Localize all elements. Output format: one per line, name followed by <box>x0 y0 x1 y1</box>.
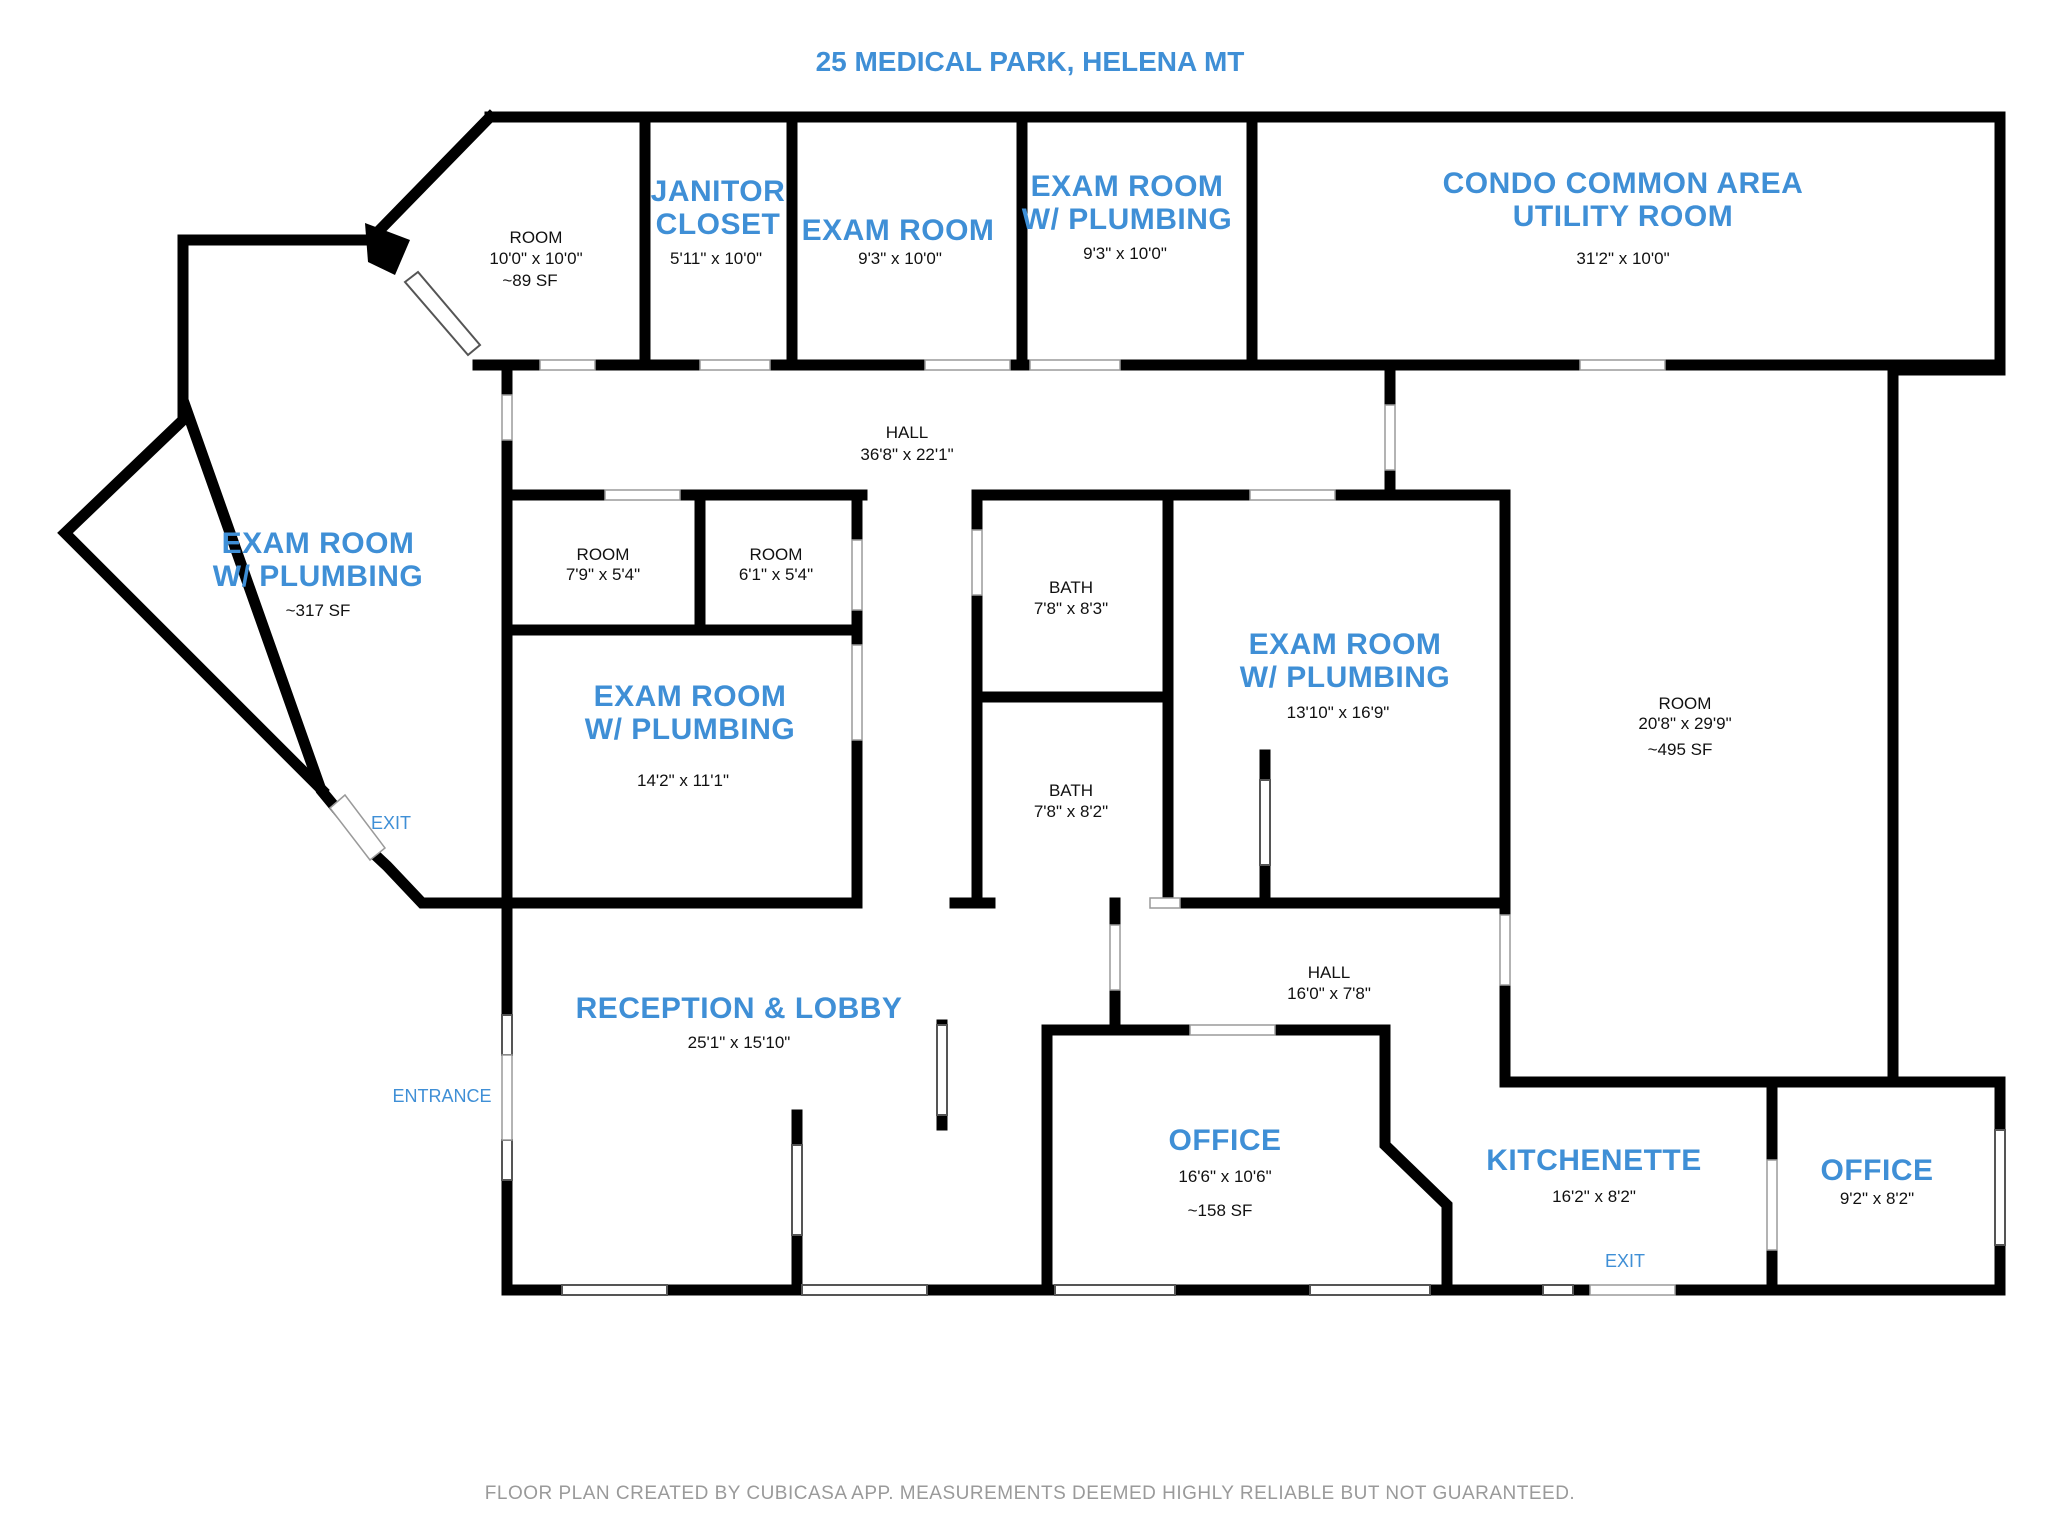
kitchenette-dims: 16'2" x 8'2" <box>1552 1187 1636 1206</box>
office-a-dims: 16'6" x 10'6" <box>1178 1167 1271 1186</box>
exam-center-dims: 13'10" x 16'9" <box>1287 703 1390 722</box>
room-kitchenette: KITCHENETTE 16'2" x 8'2" <box>1486 1144 1702 1206</box>
plan-title: 25 MEDICAL PARK, HELENA MT <box>816 46 1245 77</box>
exam-west-name-2: W/ PLUMBING <box>213 560 423 593</box>
room-nw: ROOM 10'0" x 10'0" ~89 SF <box>489 228 582 290</box>
exam-west-area: ~317 SF <box>286 601 351 620</box>
entrance-label: ENTRANCE <box>392 1086 491 1106</box>
footer-disclaimer: FLOOR PLAN CREATED BY CUBICASA APP. MEAS… <box>485 1483 1575 1504</box>
exam-plumb-top-dims: 9'3" x 10'0" <box>1083 244 1167 263</box>
exam-west-name-1: EXAM ROOM <box>222 527 415 560</box>
hall-main-dims: 36'8" x 22'1" <box>860 445 953 464</box>
condo-name-2: UTILITY ROOM <box>1513 200 1733 233</box>
room-small-b-dims: 6'1" x 5'4" <box>739 565 813 584</box>
room-exam-west: EXAM ROOM W/ PLUMBING ~317 SF <box>213 527 423 620</box>
condo-name-1: CONDO COMMON AREA <box>1443 167 1804 200</box>
room-nw-dims: 10'0" x 10'0" <box>489 249 582 268</box>
hall-small: HALL 16'0" x 7'8" <box>1287 963 1371 1003</box>
room-bath-b: BATH 7'8" x 8'2" <box>1034 781 1108 821</box>
exam-top-name: EXAM ROOM <box>802 214 995 247</box>
room-exam-plumbing-top: EXAM ROOM W/ PLUMBING 9'3" x 10'0" <box>1022 170 1232 263</box>
exit-south-label: EXIT <box>1605 1251 1645 1271</box>
janitor-name-1: JANITOR <box>651 175 786 208</box>
room-nw-area: ~89 SF <box>502 271 557 290</box>
room-east-name: ROOM <box>1659 694 1712 713</box>
room-nw-name: ROOM <box>510 228 563 247</box>
room-exam-top: EXAM ROOM 9'3" x 10'0" <box>802 214 995 268</box>
room-small-a-name: ROOM <box>577 545 630 564</box>
walls <box>57 109 2006 1296</box>
room-exam-mid: EXAM ROOM W/ PLUMBING 14'2" x 11'1" <box>585 680 795 790</box>
reception-dims: 25'1" x 15'10" <box>688 1033 791 1052</box>
janitor-dims: 5'11" x 10'0" <box>670 249 762 268</box>
exam-center-name-2: W/ PLUMBING <box>1240 661 1450 694</box>
room-office-a: OFFICE 16'6" x 10'6" ~158 SF <box>1169 1124 1282 1220</box>
room-east: ROOM 20'8" x 29'9" ~495 SF <box>1638 694 1731 759</box>
office-b-name: OFFICE <box>1821 1154 1934 1187</box>
hall-small-name: HALL <box>1308 963 1351 982</box>
exam-plumb-top-name-2: W/ PLUMBING <box>1022 203 1232 236</box>
room-reception-lobby: RECEPTION & LOBBY 25'1" x 15'10" <box>576 992 903 1052</box>
exam-mid-name-1: EXAM ROOM <box>594 680 787 713</box>
openings <box>328 270 2006 1296</box>
bath-b-name: BATH <box>1049 781 1093 800</box>
bath-a-name: BATH <box>1049 578 1093 597</box>
exam-mid-name-2: W/ PLUMBING <box>585 713 795 746</box>
exam-center-name-1: EXAM ROOM <box>1249 628 1442 661</box>
hall-main: HALL 36'8" x 22'1" <box>860 423 953 464</box>
room-office-b: OFFICE 9'2" x 8'2" <box>1821 1154 1934 1208</box>
exam-plumb-top-name-1: EXAM ROOM <box>1031 170 1224 203</box>
kitchenette-name: KITCHENETTE <box>1486 1144 1702 1177</box>
room-bath-a: BATH 7'8" x 8'3" <box>1034 578 1108 618</box>
room-east-dims: 20'8" x 29'9" <box>1638 714 1731 733</box>
exam-top-dims: 9'3" x 10'0" <box>858 249 942 268</box>
janitor-name-2: CLOSET <box>656 208 781 241</box>
room-exam-center: EXAM ROOM W/ PLUMBING 13'10" x 16'9" <box>1240 628 1450 722</box>
room-east-area: ~495 SF <box>1648 740 1713 759</box>
room-small-a-dims: 7'9" x 5'4" <box>566 565 640 584</box>
condo-dims: 31'2" x 10'0" <box>1576 249 1669 268</box>
bath-b-dims: 7'8" x 8'2" <box>1034 802 1108 821</box>
room-small-b: ROOM 6'1" x 5'4" <box>739 545 813 584</box>
hall-main-name: HALL <box>886 423 929 442</box>
room-janitor-closet: JANITOR CLOSET 5'11" x 10'0" <box>651 175 786 268</box>
room-small-a: ROOM 7'9" x 5'4" <box>566 545 640 584</box>
office-a-area: ~158 SF <box>1188 1201 1253 1220</box>
office-a-name: OFFICE <box>1169 1124 1282 1157</box>
hall-small-dims: 16'0" x 7'8" <box>1287 984 1371 1003</box>
office-b-dims: 9'2" x 8'2" <box>1840 1189 1914 1208</box>
reception-name: RECEPTION & LOBBY <box>576 992 903 1025</box>
exam-mid-dims: 14'2" x 11'1" <box>637 771 729 790</box>
bath-a-dims: 7'8" x 8'3" <box>1034 599 1108 618</box>
exit-west-label: EXIT <box>371 813 411 833</box>
room-small-b-name: ROOM <box>750 545 803 564</box>
room-condo-utility: CONDO COMMON AREA UTILITY ROOM 31'2" x 1… <box>1443 167 1804 268</box>
